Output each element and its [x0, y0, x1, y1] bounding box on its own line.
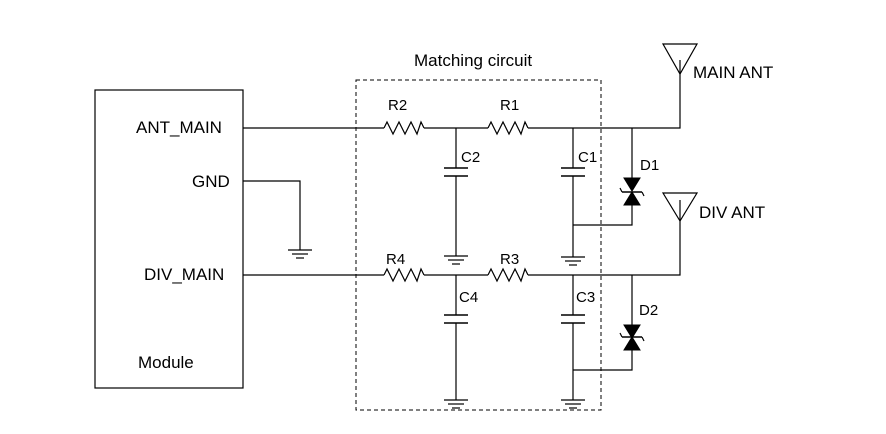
capacitor-c1: C1: [561, 149, 597, 177]
ground-c4: [443, 399, 469, 409]
label-c1: C1: [578, 149, 597, 166]
resistor-r4: R4: [383, 251, 425, 283]
pin-label-gnd: GND: [192, 172, 230, 191]
label-d2: D2: [639, 302, 658, 319]
label-div-ant: DIV ANT: [699, 203, 765, 222]
label-main-ant: MAIN ANT: [693, 63, 773, 82]
capacitor-c2: C2: [444, 149, 480, 177]
capacitor-c4: C4: [444, 289, 478, 324]
ground-c2: [443, 255, 469, 265]
capacitor-c3: C3: [561, 289, 595, 324]
label-r2: R2: [388, 97, 407, 114]
div-path-wires: [243, 200, 681, 400]
resistor-r1: R1: [487, 97, 529, 136]
pin-label-ant-main: ANT_MAIN: [136, 118, 222, 137]
div-antenna-icon: DIV ANT: [661, 192, 765, 223]
module-block: ANT_MAIN GND DIV_MAIN Module: [94, 89, 244, 389]
label-d1: D1: [640, 157, 659, 174]
matching-circuit-title: Matching circuit: [414, 51, 532, 70]
ground-c1: [560, 256, 586, 266]
gnd-pin-wire: [243, 180, 313, 259]
ground-c3: [560, 399, 586, 409]
label-c3: C3: [576, 289, 595, 306]
resistor-r3: R3: [487, 251, 529, 283]
label-c2: C2: [461, 149, 480, 166]
diode-d1: D1: [619, 157, 659, 206]
diode-d2: D2: [619, 302, 658, 351]
label-r3: R3: [500, 251, 519, 268]
main-antenna-icon: MAIN ANT: [661, 43, 773, 82]
label-r1: R1: [500, 97, 519, 114]
matching-circuit-box: Matching circuit: [355, 51, 602, 411]
pin-label-div-main: DIV_MAIN: [144, 265, 224, 284]
resistor-r2: R2: [383, 97, 425, 136]
label-r4: R4: [386, 251, 405, 268]
main-path-wires: [243, 60, 681, 257]
label-c4: C4: [459, 289, 478, 306]
module-name: Module: [138, 353, 194, 372]
